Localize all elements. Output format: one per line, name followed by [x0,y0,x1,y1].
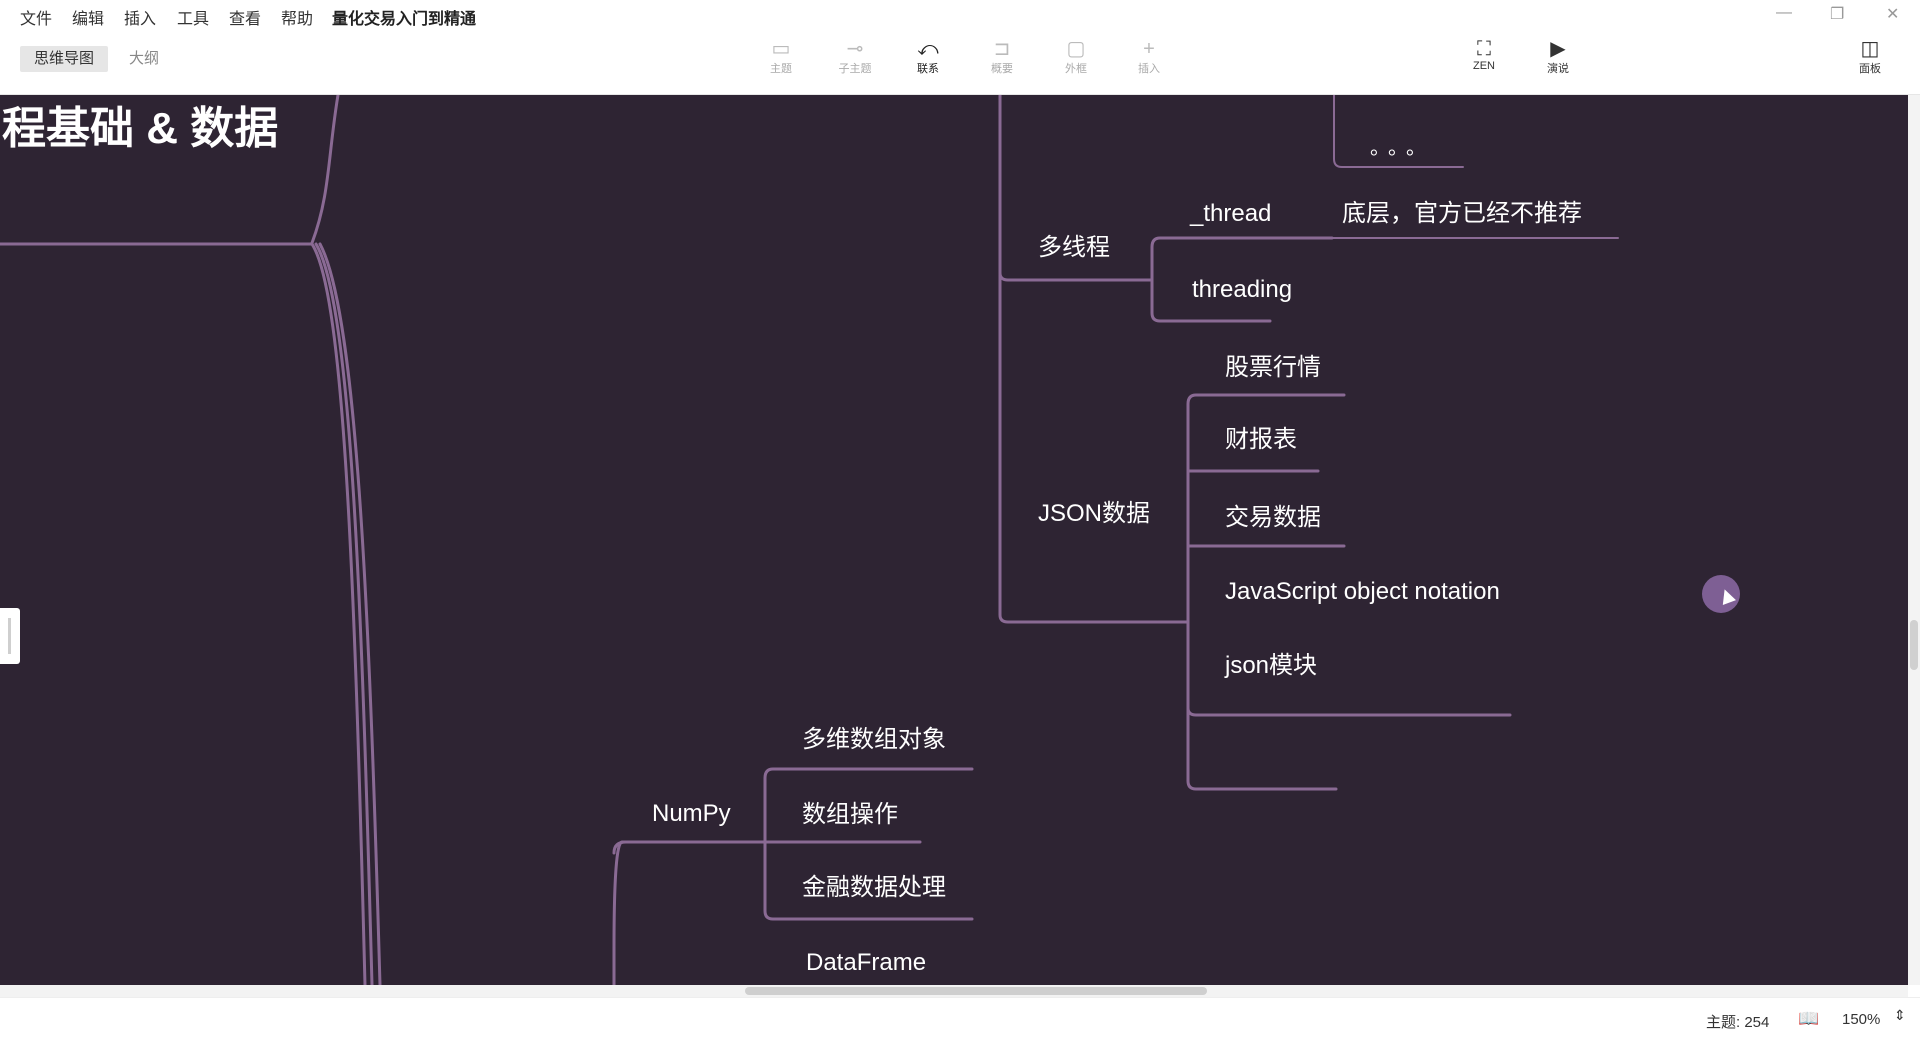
js-object-notation-topic[interactable]: JavaScript object notation [1225,578,1500,605]
restore-icon[interactable]: ❐ [1830,6,1845,23]
vertical-scroll-thumb[interactable] [1910,620,1918,670]
trade-data-topic[interactable]: 交易数据 [1225,504,1321,531]
ndarray-topic[interactable]: 多维数组对象 [802,726,946,753]
menu-file[interactable]: 文件 [20,11,53,28]
mindmap-canvas[interactable]: 程基础 & 数据 。。。 多线程 _thread 底层，官方已经不推荐 thre… [0,95,1908,985]
book-icon[interactable]: 📖 [1798,1009,1820,1028]
vertical-scrollbar[interactable] [1908,95,1920,985]
topic-label: 主题 [770,63,792,75]
close-icon[interactable]: ✕ [1886,6,1900,23]
plus-icon: + [1143,38,1155,60]
relationship-icon: ⤺ [917,38,939,60]
topic-count: 主题: 254 [1706,1014,1770,1031]
horizontal-scrollbar[interactable] [0,985,1908,997]
subtopic-button[interactable]: ⊸ 子主题 [828,38,882,76]
status-bar: 主题: 254 📖 150% ⇕ [0,997,1920,1041]
tab-mindmap[interactable]: 思维导图 [20,46,109,72]
boundary-icon: ▢ [1066,38,1086,60]
summary-label: 概要 [991,63,1013,75]
zoom-level[interactable]: 150% [1842,1011,1881,1028]
menu-tools[interactable]: 工具 [177,11,210,28]
boundary-label: 外框 [1065,63,1087,75]
summary-icon: ⊐ [993,38,1011,60]
dataframe-topic[interactable]: DataFrame [806,949,927,976]
subtopic-label: 子主题 [838,63,872,75]
insert-label: 插入 [1138,63,1160,75]
fullscreen-icon: ⛶ [1477,38,1491,60]
present-label: 演说 [1547,63,1569,75]
threading-topic[interactable]: threading [1192,276,1293,303]
finance-processing-topic[interactable]: 金融数据处理 [802,874,946,901]
ellipsis-topic[interactable]: 。。。 [1370,137,1434,159]
array-ops-topic[interactable]: 数组操作 [802,801,898,828]
zoom-stepper-icon[interactable]: ⇕ [1894,1007,1906,1023]
summary-button[interactable]: ⊐ 概要 [975,38,1029,76]
numpy-topic[interactable]: NumPy [652,800,731,827]
stock-quotes-topic[interactable]: 股票行情 [1225,354,1321,381]
topic-icon: ▭ [771,38,791,60]
presentation-icon: ▶ [1550,38,1566,60]
menu-edit[interactable]: 编辑 [72,11,105,28]
multithreading-topic[interactable]: 多线程 [1038,234,1110,261]
panel-icon: ◫ [1860,38,1880,60]
cursor-highlight [1702,575,1740,613]
relationship-label: 联系 [917,63,939,75]
menu-bar: 文件 编辑 插入 工具 查看 帮助 量化交易入门到精通 — ❐ ✕ [0,0,1920,30]
tab-outline[interactable]: 大纲 [129,50,160,67]
financial-reports-topic[interactable]: 财报表 [1225,426,1297,453]
panel-button[interactable]: ◫ 面板 [1843,38,1897,76]
document-title: 量化交易入门到精通 [332,11,477,28]
topic-button[interactable]: ▭ 主题 [754,38,808,76]
menu-view[interactable]: 查看 [229,11,262,28]
horizontal-scroll-thumb[interactable] [745,987,1207,995]
present-button[interactable]: ▶ 演说 [1531,38,1585,76]
zen-label: ZEN [1473,60,1495,72]
subtopic-icon: ⊸ [846,38,864,60]
root-topic[interactable]: 程基础 & 数据 [2,104,279,153]
menu-insert[interactable]: 插入 [124,11,157,28]
minimize-icon[interactable]: — [1776,4,1792,21]
branch-connectors [0,95,1619,985]
insert-button[interactable]: + 插入 [1122,38,1176,76]
thread-note-topic[interactable]: 底层，官方已经不推荐 [1342,200,1582,227]
sidebar-collapse-handle[interactable] [0,608,20,664]
relationship-button[interactable]: ⤺ 联系 [901,38,955,76]
json-module-topic[interactable]: json模块 [1225,652,1318,679]
thread-topic[interactable]: _thread [1190,200,1272,227]
boundary-button[interactable]: ▢ 外框 [1049,38,1103,76]
toolbar: 思维导图 大纲 ▭ 主题 ⊸ 子主题 ⤺ 联系 ⊐ 概要 ▢ 外框 + 插入 ⛶… [0,30,1920,95]
panel-label: 面板 [1859,63,1881,75]
menu-help[interactable]: 帮助 [281,11,314,28]
zen-button[interactable]: ⛶ ZEN [1457,38,1511,72]
json-topic[interactable]: JSON数据 [1038,500,1151,527]
